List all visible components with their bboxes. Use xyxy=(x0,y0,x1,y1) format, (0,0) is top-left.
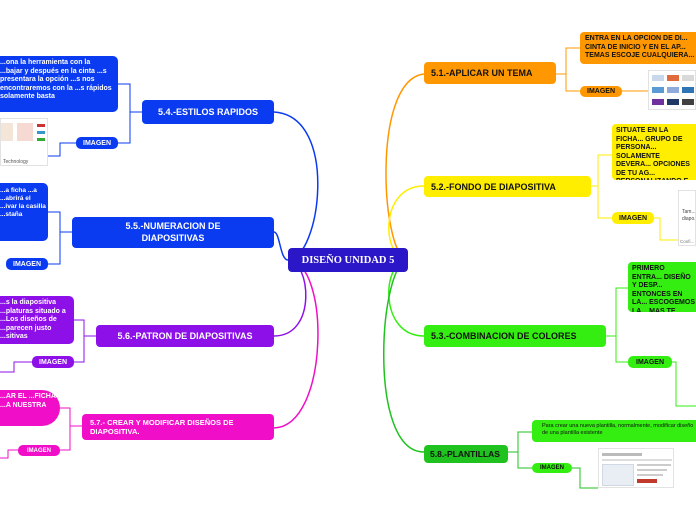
plantillas-image-label: IMAGEN xyxy=(540,465,564,471)
topic-aplicar-tema-label: 5.1.-APLICAR UN TEMA xyxy=(431,68,533,78)
topic-combinacion-colores-label: 5.3.-COMBINACION DE COLORES xyxy=(431,331,577,341)
topic-crear-modificar-disenos-label: 5.7.- CREAR Y MODIFICAR DISEÑOS DE DIAPO… xyxy=(90,417,234,436)
crear-description[interactable]: ...AR EL ...FICHA ...A NUESTRA xyxy=(0,390,60,426)
crear-image-node[interactable]: IMAGEN xyxy=(18,445,60,456)
topic-estilos-rapidos-label: 5.4.-ESTILOS RAPIDOS xyxy=(157,107,259,117)
plantillas-thumbnail xyxy=(598,448,674,488)
estilos-image-node[interactable]: IMAGEN xyxy=(76,137,118,149)
patron-description-text: ...s la diapositiva ...platuras situado … xyxy=(0,299,66,341)
fondo-description[interactable]: SITUATE EN LA FICHA... GRUPO DE PERSONA.… xyxy=(612,124,696,180)
central-topic-label: DISEÑO UNIDAD 5 xyxy=(301,254,395,266)
patron-image-label: IMAGEN xyxy=(39,358,67,366)
colores-description[interactable]: PRIMERO ENTRA... DISEÑO Y DESP... ENTONC… xyxy=(628,262,696,312)
tema-image-node[interactable]: IMAGEN xyxy=(580,86,622,97)
topic-plantillas[interactable]: 5.8.-PLANTILLAS xyxy=(424,445,508,463)
estilos-thumbnail: Technology xyxy=(0,118,48,166)
topic-plantillas-label: 5.8.-PLANTILLAS xyxy=(430,449,500,459)
topic-fondo-diapositiva[interactable]: 5.2.-FONDO DE DIAPOSITIVA xyxy=(424,176,591,197)
estilos-description[interactable]: ...ona la herramienta con la ...bajar y … xyxy=(0,56,118,112)
topic-fondo-diapositiva-label: 5.2.-FONDO DE DIAPOSITIVA xyxy=(431,181,556,192)
numeracion-description[interactable]: ...a ficha ...a ...abrirá el ...ivar la … xyxy=(0,183,48,241)
crear-image-label: IMAGEN xyxy=(27,447,51,454)
colores-image-label: IMAGEN xyxy=(636,358,664,366)
topic-aplicar-tema[interactable]: 5.1.-APLICAR UN TEMA xyxy=(424,62,556,84)
fondo-thumb-caption: Confi... xyxy=(680,239,695,244)
fondo-thumb-text: Tam... diapo... xyxy=(682,209,696,222)
numeracion-description-text: ...a ficha ...a ...abrirá el ...ivar la … xyxy=(0,187,46,218)
fondo-image-node[interactable]: IMAGEN xyxy=(612,212,654,224)
fondo-description-text: SITUATE EN LA FICHA... GRUPO DE PERSONA.… xyxy=(616,127,694,180)
tema-image-label: IMAGEN xyxy=(587,88,615,95)
plantillas-image-node[interactable]: IMAGEN xyxy=(532,463,572,473)
colores-description-text: PRIMERO ENTRA... DISEÑO Y DESP... ENTONC… xyxy=(632,265,696,312)
patron-image-node[interactable]: IMAGEN xyxy=(32,356,74,368)
topic-numeracion-diapositivas[interactable]: 5.5.-NUMERACION DE DIAPOSITIVAS xyxy=(72,217,274,248)
estilos-image-label: IMAGEN xyxy=(83,139,111,147)
numeracion-image-node[interactable]: IMAGEN xyxy=(6,258,48,270)
topic-patron-diapositivas-label: 5.6.-PATRON DE DIAPOSITIVAS xyxy=(117,331,253,341)
estilos-description-text: ...ona la herramienta con la ...bajar y … xyxy=(0,59,112,101)
patron-description[interactable]: ...s la diapositiva ...platuras situado … xyxy=(0,296,74,344)
numeracion-image-label: IMAGEN xyxy=(13,260,41,268)
tema-description[interactable]: ENTRA EN LA OPCION DE DI... CINTA DE INI… xyxy=(580,32,696,64)
plantillas-description[interactable]: Para crear una nueva plantilla, normalme… xyxy=(532,420,696,442)
crear-description-text: ...AR EL ...FICHA ...A NUESTRA xyxy=(0,393,56,409)
estilos-thumb-caption: Technology xyxy=(3,159,29,165)
fondo-thumbnail: Tam... diapo... Confi... xyxy=(678,190,696,246)
fondo-image-label: IMAGEN xyxy=(619,214,647,222)
topic-crear-modificar-disenos[interactable]: 5.7.- CREAR Y MODIFICAR DISEÑOS DE DIAPO… xyxy=(82,414,274,440)
colores-image-node[interactable]: IMAGEN xyxy=(628,356,672,368)
topic-numeracion-diapositivas-label: 5.5.-NUMERACION DE DIAPOSITIVAS xyxy=(125,221,221,243)
topic-combinacion-colores[interactable]: 5.3.-COMBINACION DE COLORES xyxy=(424,325,606,347)
central-topic[interactable]: DISEÑO UNIDAD 5 xyxy=(288,248,408,272)
plantillas-description-text: Para crear una nueva plantilla, normalme… xyxy=(542,423,694,436)
topic-estilos-rapidos[interactable]: 5.4.-ESTILOS RAPIDOS xyxy=(142,100,274,124)
tema-thumbnail xyxy=(648,70,696,110)
tema-description-text: ENTRA EN LA OPCION DE DI... CINTA DE INI… xyxy=(585,35,695,60)
topic-patron-diapositivas[interactable]: 5.6.-PATRON DE DIAPOSITIVAS xyxy=(96,325,274,347)
